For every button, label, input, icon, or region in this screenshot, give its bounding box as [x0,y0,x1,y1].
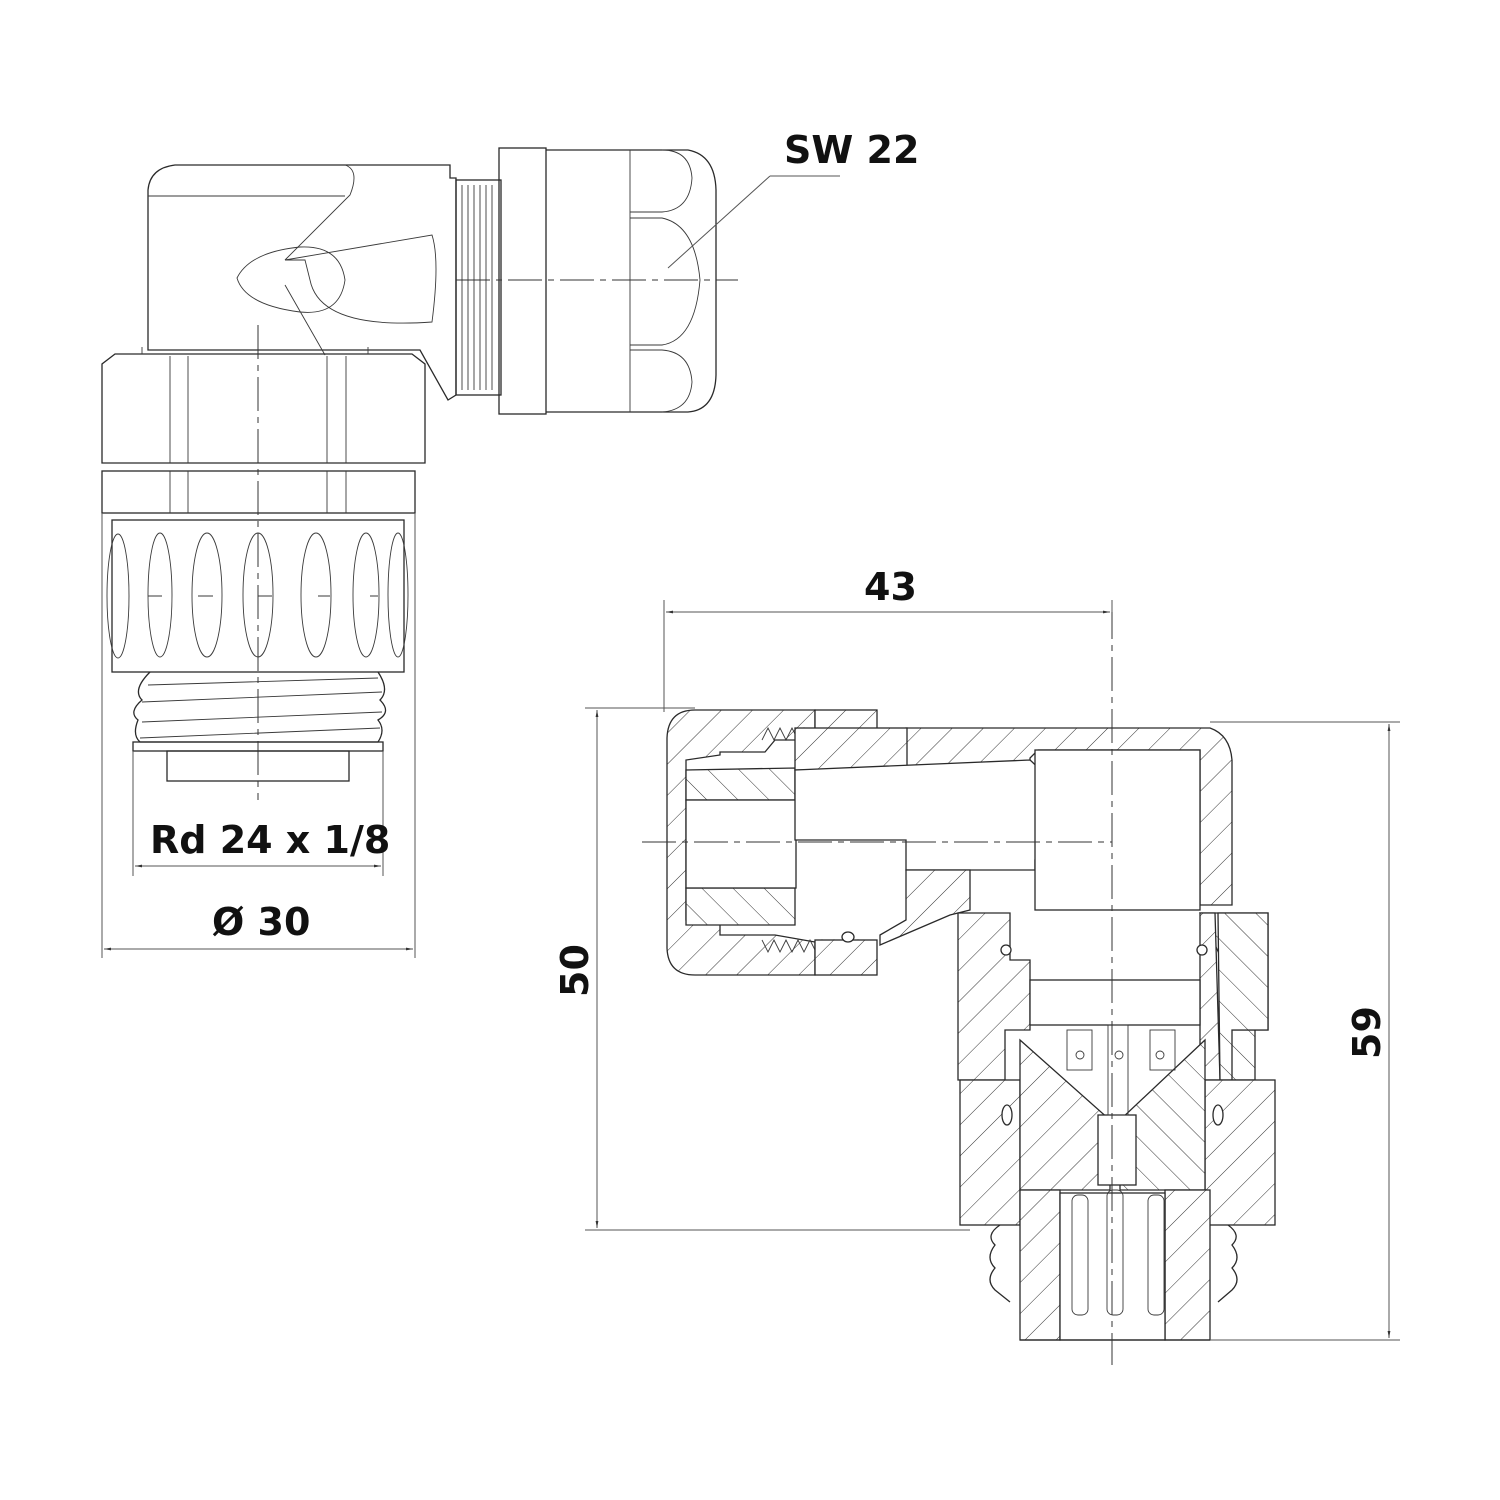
gland-thread [455,179,502,396]
knurled-ring [106,519,409,673]
diameter-dimension [101,513,416,958]
coupling-nut [101,347,426,514]
thread-rd24 [132,671,387,782]
section-view [585,600,1400,1365]
height-dimension [585,707,970,1231]
side-view [101,147,840,958]
sw22-nut [498,147,717,415]
overall-height-label: 59 [1345,1006,1389,1059]
sw22-leader [667,175,771,269]
housing-body [147,164,457,401]
width-label: 43 [864,565,917,609]
diameter-label: Ø 30 [212,900,311,944]
thread-dimension [132,751,384,876]
section-gland-nut [666,709,878,976]
section-housing [794,727,1233,946]
height-label: 50 [553,944,597,997]
overall-height-dimension [1210,721,1400,1341]
section-connector-lower [957,912,1276,1341]
thread-label: Rd 24 x 1/8 [150,818,391,862]
wrench-size-label: SW 22 [784,128,920,172]
width-dimension [663,600,1113,712]
